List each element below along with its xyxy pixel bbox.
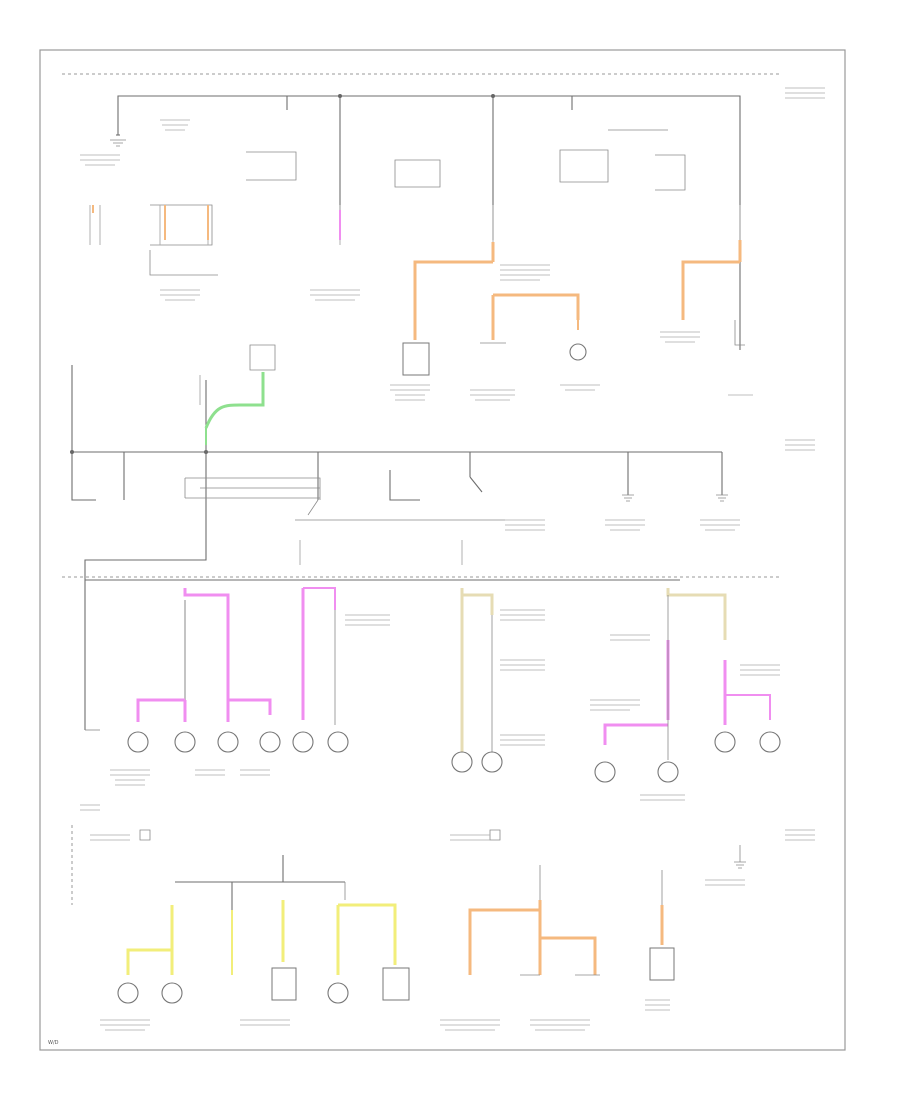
lower-lamp-section (84, 579, 781, 783)
switch-module (271, 967, 297, 1001)
relay-module (382, 967, 410, 1001)
lamp-icon (569, 343, 587, 361)
lamp-icon (451, 751, 473, 773)
bottom-section (117, 829, 746, 1004)
label-marks (80, 87, 825, 1031)
lamp-icon (657, 761, 679, 783)
middle-bus-section (70, 344, 728, 585)
lamp-icon (217, 731, 239, 753)
lamp-icon (327, 982, 349, 1004)
lamp-icon (327, 731, 349, 753)
top-feed-section (89, 94, 745, 376)
lamp-icon (161, 982, 183, 1004)
instrument-panel-module (402, 342, 430, 376)
footer-mark: W/D (48, 1040, 59, 1046)
lamp-icon (759, 731, 781, 753)
lamp-module (649, 947, 675, 981)
lamp-icon (174, 731, 196, 753)
lamp-icon (481, 751, 503, 773)
lamp-icon (117, 982, 139, 1004)
lamp-icon (714, 731, 736, 753)
lamp-icon (594, 761, 616, 783)
lamp-icon (259, 731, 281, 753)
diagram-frame (39, 49, 846, 1051)
lamp-icon (127, 731, 149, 753)
lamp-icon (292, 731, 314, 753)
